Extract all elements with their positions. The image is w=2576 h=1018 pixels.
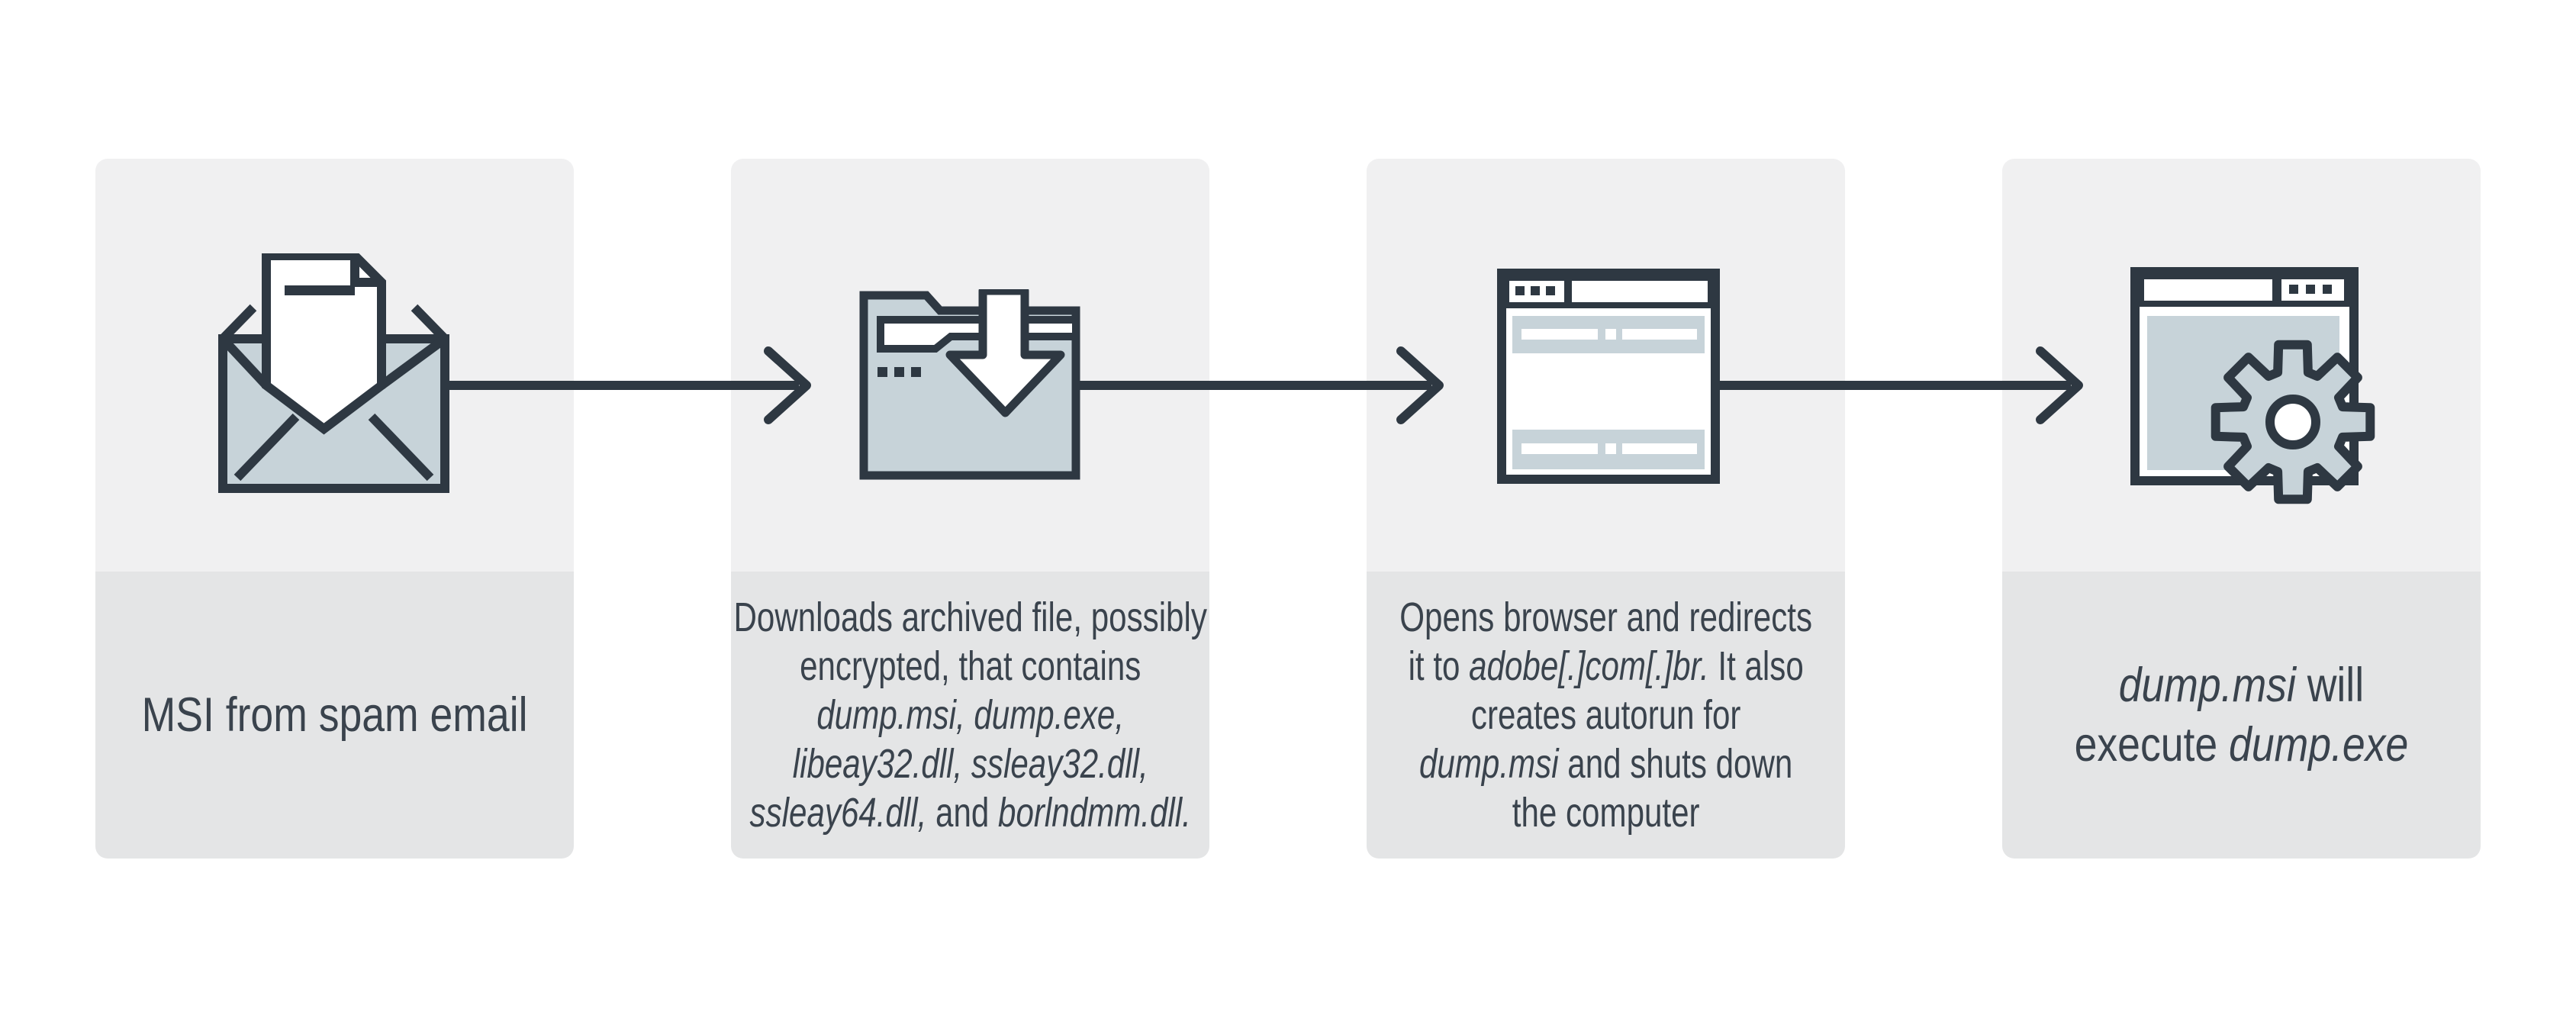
browser-window-icon <box>1497 269 1720 484</box>
flow-arrow-2 <box>1077 346 1444 424</box>
document-text-line <box>285 285 355 295</box>
flow-arrow-1 <box>445 346 811 424</box>
flow-arrow-3 <box>1717 346 2083 424</box>
step1-icon-area <box>95 159 574 572</box>
address-bar <box>2144 279 2272 301</box>
browser-gear-execute-icon <box>2130 267 2375 504</box>
flow-step-card-1: MSI from spam email <box>95 159 574 859</box>
folder-download-icon <box>859 289 1080 480</box>
step1-caption: MSI from spam email <box>141 688 528 742</box>
step2-icon-area <box>731 159 1209 572</box>
open-envelope-letter-icon <box>218 253 449 493</box>
step1-caption-area: MSI from spam email <box>95 572 574 859</box>
step3-icon-area <box>1367 159 1845 572</box>
step4-icon-area <box>2002 159 2481 572</box>
address-bar <box>1572 281 1708 302</box>
